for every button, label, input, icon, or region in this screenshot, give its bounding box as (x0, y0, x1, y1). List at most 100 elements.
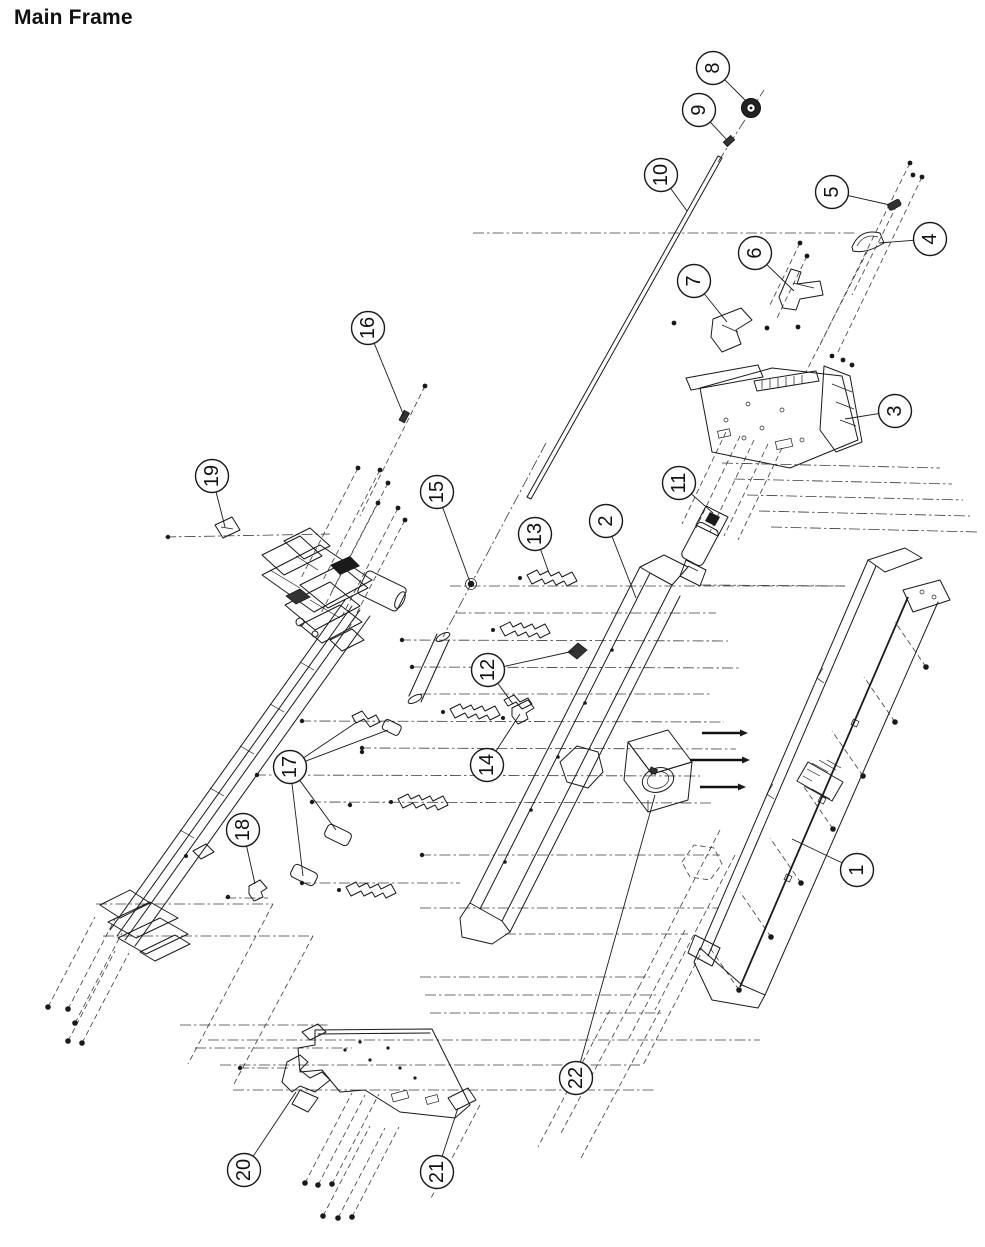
balloon-11: 11 (661, 465, 714, 514)
part-bracket-6 (778, 268, 824, 311)
balloon-number-2: 2 (595, 515, 617, 526)
balloon-number-12: 12 (477, 659, 499, 681)
part-bracket-3 (819, 365, 863, 453)
balloon-circle-4 (912, 221, 948, 257)
balloon-number-13: 13 (524, 523, 546, 545)
balloon-leader-line (878, 239, 914, 244)
balloon-leader-line (709, 121, 728, 141)
balloon-18: 18 (225, 812, 261, 885)
balloon-number-4: 4 (919, 233, 941, 244)
balloon-leader-line (252, 1091, 297, 1157)
balloon-circle-19 (194, 458, 230, 494)
balloon-leader-line (442, 507, 471, 583)
balloon-number-18: 18 (232, 819, 254, 841)
balloon-16: 16 (350, 310, 405, 417)
balloon-21: 21 (419, 1107, 459, 1190)
mounting-bolts (690, 729, 750, 791)
part-carriage-assembly (261, 527, 407, 652)
balloon-12: 12 (470, 650, 575, 705)
balloon-leader-line (703, 293, 728, 323)
balloon-circle-11 (661, 465, 697, 501)
part-dampers-17 (290, 710, 402, 887)
part-bushing (722, 134, 736, 148)
balloon-circle-12 (470, 652, 506, 688)
balloon-15: 15 (419, 474, 471, 583)
balloon-leader-line (299, 780, 337, 831)
balloon-circle-6 (737, 235, 773, 271)
part-knob (741, 98, 761, 118)
part-bottom-plate-21 (297, 1023, 477, 1119)
balloon-leader-line (724, 79, 747, 102)
balloon-circle-1 (839, 852, 875, 888)
balloon-number-10: 10 (650, 164, 672, 186)
balloon-leader-line (305, 729, 389, 762)
balloon-circle-3 (877, 393, 913, 429)
balloon-number-8: 8 (702, 62, 724, 73)
balloon-leader-line (670, 188, 688, 212)
balloon-circle-21 (419, 1154, 455, 1190)
balloon-circle-16 (350, 310, 386, 346)
part-bracket-22 (623, 729, 693, 813)
balloon-leader-line (844, 413, 879, 420)
balloon-leader-line (246, 846, 256, 885)
balloon-10: 10 (643, 157, 688, 212)
balloon-leader-line (291, 783, 304, 877)
part-grommet-15 (465, 578, 477, 590)
balloon-17: 17 (272, 721, 389, 877)
balloon-number-1: 1 (846, 864, 868, 875)
balloon-number-22: 22 (565, 1067, 587, 1089)
balloon-leader-line (540, 549, 550, 574)
balloon-number-16: 16 (357, 317, 379, 339)
balloon-circle-13 (517, 516, 553, 552)
balloon-leader-line (791, 838, 843, 864)
balloon-9: 9 (681, 92, 728, 141)
balloon-4: 4 (878, 221, 948, 257)
balloon-3: 3 (844, 393, 913, 429)
balloon-number-3: 3 (884, 405, 906, 416)
balloon-number-21: 21 (426, 1161, 448, 1183)
part-cable-clamps (337, 569, 578, 899)
balloon-number-15: 15 (426, 481, 448, 503)
balloon-20: 20 (226, 1091, 297, 1188)
balloon-number-7: 7 (683, 275, 705, 286)
part-clamp-19 (165, 516, 241, 540)
balloon-number-11: 11 (668, 473, 690, 494)
balloon-number-19: 19 (201, 465, 223, 487)
balloon-8: 8 (695, 50, 747, 102)
balloon-circle-10 (643, 157, 679, 193)
balloon-circle-5 (814, 174, 850, 210)
balloon-circle-15 (419, 474, 455, 510)
balloon-1: 1 (791, 838, 875, 888)
part-guide-rail-2 (459, 554, 689, 945)
balloon-circle-7 (676, 263, 712, 299)
balloon-circle-17 (272, 749, 308, 785)
balloon-14: 14 (469, 713, 521, 783)
balloon-22: 22 (558, 794, 656, 1096)
balloon-leader-line (766, 264, 795, 292)
balloon-leader-line (303, 721, 358, 759)
part-main-rail-1 (687, 547, 951, 1009)
balloon-leader-line (611, 536, 637, 599)
phantom-center-lines (96, 89, 979, 1091)
balloon-5: 5 (814, 174, 891, 210)
balloon-number-9: 9 (688, 104, 710, 115)
part-motor (679, 505, 729, 587)
balloon-19: 19 (194, 458, 230, 528)
part-carriage-rail (99, 599, 371, 962)
screw-heads (45, 160, 929, 1221)
part-bracket-20 (237, 1054, 331, 1113)
balloon-number-6: 6 (744, 247, 766, 258)
balloon-circle-9 (681, 92, 717, 128)
balloon-number-17: 17 (279, 756, 301, 778)
part-clamp-18 (225, 879, 268, 902)
balloon-number-14: 14 (476, 754, 498, 776)
balloon-leader-line (580, 794, 656, 1063)
balloon-leader-line (215, 491, 226, 528)
balloon-7: 7 (676, 263, 728, 323)
balloon-number-5: 5 (821, 186, 843, 197)
part-screw-16 (398, 409, 411, 424)
balloon-leader-line (495, 713, 521, 752)
